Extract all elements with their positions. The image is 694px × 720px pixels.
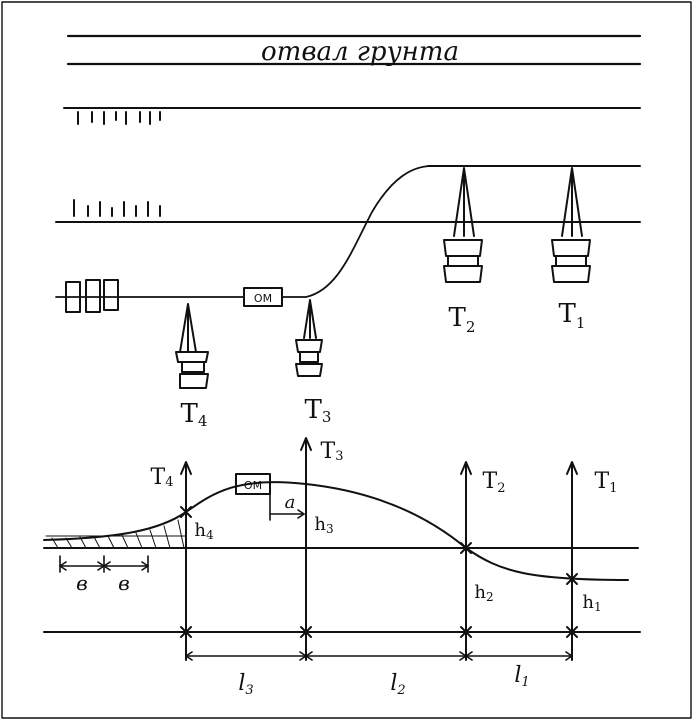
- tractor-2-icon: [443, 167, 483, 283]
- drum-group-icon: [65, 279, 119, 313]
- tractor-2-label: T2: [449, 303, 476, 336]
- distance-label-l3: l3: [238, 671, 253, 698]
- force-label-t2: T2: [483, 469, 506, 496]
- cable-path: [55, 165, 433, 298]
- height-label-h3: h3: [314, 514, 333, 536]
- spacing-label-2: в: [118, 571, 130, 595]
- tractor-1-label: T1: [559, 299, 586, 332]
- height-label-h4: h4: [194, 520, 214, 542]
- profile-view: ОМ T4 T3 T2: [43, 437, 641, 698]
- offset-label: a: [285, 492, 296, 513]
- title-text: отвал грунта: [261, 37, 459, 67]
- tractor-3-icon: [295, 299, 323, 377]
- tractor-4-label: T4: [181, 399, 208, 430]
- om-label-plan: ОМ: [254, 292, 272, 305]
- force-label-t3: T3: [321, 439, 344, 464]
- tractor-1-icon: [551, 167, 591, 283]
- intersection-marks: [180, 506, 578, 638]
- offset-dimension: [269, 493, 305, 521]
- middle-ticks: [73, 199, 161, 217]
- tractor-3-label: T3: [305, 395, 332, 426]
- om-block-plan: [243, 287, 283, 307]
- force-label-t4: T4: [151, 465, 174, 490]
- force-line-t4: [180, 461, 192, 661]
- trench-ticks: [77, 111, 161, 125]
- distance-label-l2: l2: [390, 671, 405, 698]
- distance-label-l1: l1: [514, 663, 529, 690]
- tractor-4-icon: [175, 303, 209, 389]
- height-label-h2: h2: [474, 582, 493, 604]
- om-block-profile: [235, 473, 271, 495]
- force-line-t1: [566, 461, 578, 661]
- spacing-dimension: [59, 555, 149, 573]
- force-line-t2: [460, 461, 472, 661]
- profile-curve: [43, 481, 629, 581]
- distance-dimension: [185, 651, 573, 661]
- force-line-t3: [300, 437, 312, 661]
- force-label-t1: T1: [595, 469, 618, 496]
- spacing-label-1: в: [76, 571, 88, 595]
- height-label-h1: h1: [582, 592, 601, 614]
- plan-view: отвал грунта ОМ: [55, 34, 642, 430]
- om-label-profile: ОМ: [244, 479, 262, 492]
